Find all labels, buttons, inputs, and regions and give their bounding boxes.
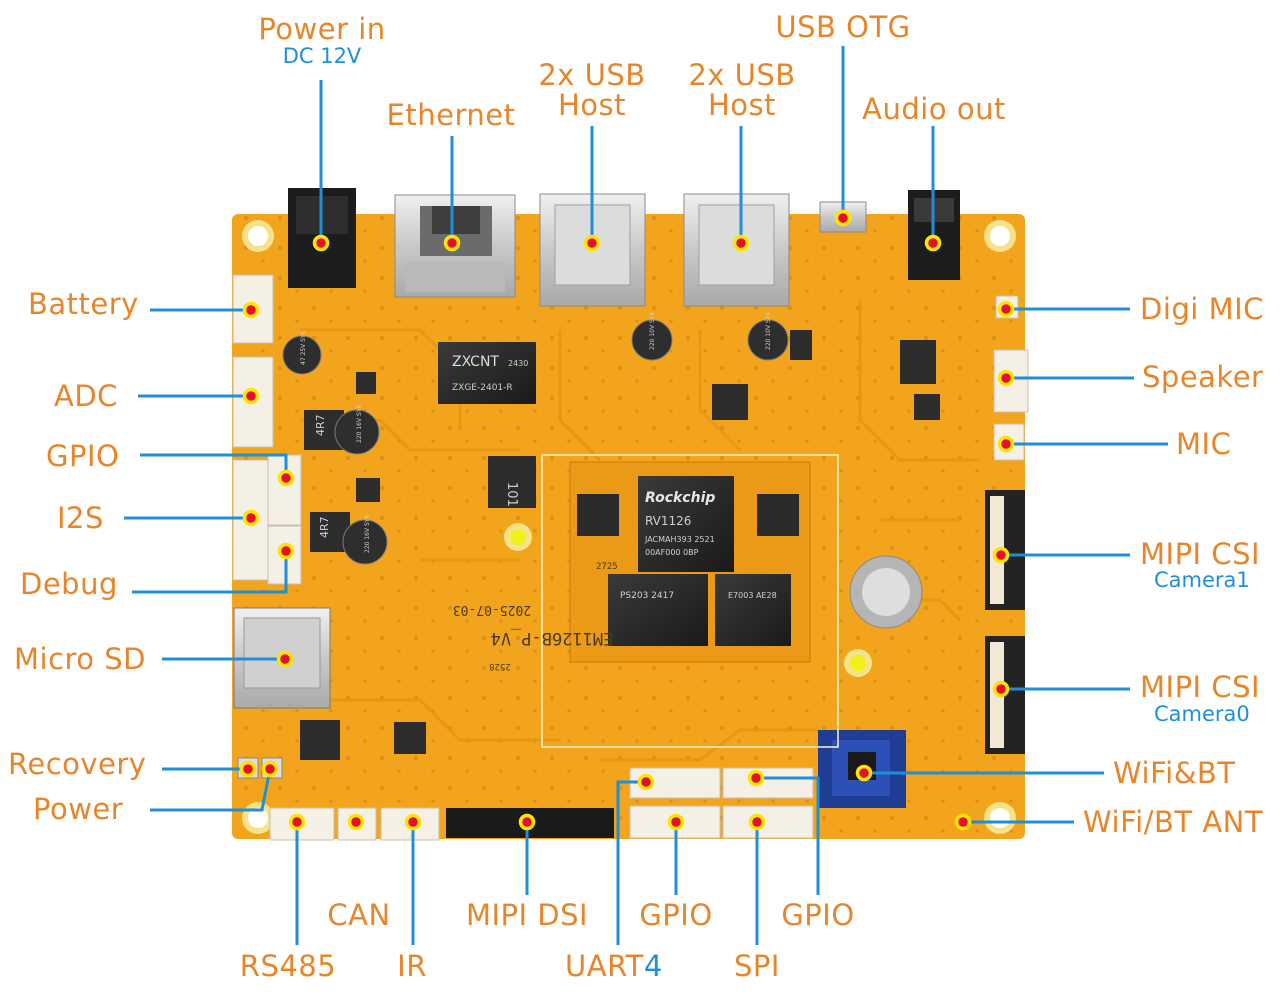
eth-chip-bottom: ZXGE-2401-R xyxy=(452,383,513,393)
marker-mipi-csi-1 xyxy=(992,546,1010,564)
label-mipi-csi-0-sub: Camera0 xyxy=(1154,702,1250,726)
label-speaker: Speaker xyxy=(1142,360,1264,394)
cap-3: 220 16V SYK xyxy=(364,514,371,553)
label-power-in: Power in xyxy=(258,12,386,46)
label-mipi-csi-1: MIPI CSI xyxy=(1140,537,1261,571)
bottom-headers xyxy=(269,767,814,841)
marker-ir xyxy=(404,813,422,831)
marker-gpio-bottom-2 xyxy=(747,769,765,787)
cap-5: 47 25V SYK xyxy=(300,329,307,365)
label-rs485: RS485 xyxy=(239,949,337,983)
label-uart: UART4 xyxy=(565,951,663,981)
marker-power xyxy=(261,760,279,778)
marker-micro-sd xyxy=(276,650,294,668)
marker-recovery xyxy=(239,760,257,778)
soc-code-2: 00AF000 0BP xyxy=(645,548,699,557)
label-wifi-bt-ant: WiFi/BT ANT xyxy=(1083,805,1264,839)
silk-label-2725: 2725 xyxy=(596,562,618,572)
ram-chip xyxy=(608,574,708,646)
flash-chip xyxy=(715,574,791,646)
marker-digi-mic xyxy=(997,300,1015,318)
label-gpio-left: GPIO xyxy=(46,439,120,473)
silk-model: EM1126B-P_V4 xyxy=(491,628,614,648)
marker-i2s xyxy=(242,509,260,527)
label-wifi-bt: WiFi&BT xyxy=(1113,756,1236,790)
label-battery: Battery xyxy=(28,287,139,321)
eth-chip-top: ZXCNT xyxy=(452,354,499,370)
marker-speaker xyxy=(997,369,1015,387)
marker-uart xyxy=(637,773,655,791)
marker-gpio-bottom-1 xyxy=(667,813,685,831)
board-components xyxy=(282,319,940,760)
marker-usb-host-2 xyxy=(732,234,750,252)
label-debug: Debug xyxy=(20,567,118,601)
marker-gpio-left xyxy=(277,469,295,487)
label-audio-out: Audio out xyxy=(862,92,1006,126)
silkscreen: EM1126B-P_V4 2025-07-03 2725 2528 xyxy=(453,562,618,671)
core-module xyxy=(541,454,839,748)
label-mipi-csi-1-sub: Camera1 xyxy=(1154,568,1250,592)
label-uart-number: 4 xyxy=(643,949,663,983)
marker-rs485 xyxy=(288,813,306,831)
label-spi: SPI xyxy=(734,949,780,983)
silk-date: 2025-07-03 xyxy=(453,602,531,617)
marker-mipi-dsi xyxy=(518,813,536,831)
flash-marking: E7003 AE28 xyxy=(728,591,777,600)
label-gpio-bottom-2: GPIO xyxy=(781,898,855,932)
eth-chip-num: 2430 xyxy=(508,359,528,368)
label-uart-text: UART xyxy=(565,949,644,983)
soc-brand: Rockchip xyxy=(645,490,715,506)
marker-battery xyxy=(242,301,260,319)
inductor-3: 4R7 xyxy=(318,516,331,538)
usb-host-jack-2 xyxy=(683,193,790,307)
marker-debug xyxy=(277,542,295,560)
label-mic: MIC xyxy=(1176,427,1232,461)
label-power-in-sub: DC 12V xyxy=(282,44,362,68)
label-power: Power xyxy=(33,792,124,826)
label-can: CAN xyxy=(327,898,391,932)
label-gpio-bottom-1: GPIO xyxy=(639,898,713,932)
label-usb-host-1: 2x USB Host xyxy=(538,58,646,122)
soc-code-1: JACMAH393 2521 xyxy=(644,535,715,544)
connector-markers xyxy=(239,209,1015,831)
marker-can xyxy=(347,813,365,831)
label-mipi-dsi: MIPI DSI xyxy=(465,898,589,932)
label-ethernet: Ethernet xyxy=(386,98,516,132)
soc-model: RV1126 xyxy=(645,514,691,528)
label-i2s: I2S xyxy=(57,501,104,535)
label-micro-sd: Micro SD xyxy=(14,642,147,676)
marker-mic xyxy=(997,435,1015,453)
soc-chip xyxy=(638,476,734,572)
marker-audio-out xyxy=(924,234,942,252)
cap-1: 220 10V SYK xyxy=(649,311,656,350)
label-ir: IR xyxy=(397,949,427,983)
silk-label-2528: 2528 xyxy=(489,661,511,671)
marker-ethernet xyxy=(443,234,461,252)
label-usb-host-2: 2x USB Host xyxy=(688,58,796,122)
marker-wifi-bt xyxy=(855,764,873,782)
mounting-holes xyxy=(242,220,1016,834)
marker-usb-otg xyxy=(834,209,852,227)
label-mipi-csi-0: MIPI CSI xyxy=(1140,670,1261,704)
cap-2: 220 16V SYK xyxy=(356,404,363,443)
cap-4: 220 10V SYK xyxy=(765,311,772,350)
label-usb-otg: USB OTG xyxy=(775,10,911,44)
ethernet-transformer xyxy=(438,342,536,404)
chip-markings: Rockchip RV1126 JACMAH393 2521 00AF000 0… xyxy=(300,311,777,601)
ram-marking: PS203 2417 xyxy=(620,591,674,601)
label-recovery: Recovery xyxy=(8,747,147,781)
marker-spi xyxy=(748,813,766,831)
marker-usb-host-1 xyxy=(583,234,601,252)
marker-mipi-csi-0 xyxy=(992,680,1010,698)
marker-wifi-bt-ant xyxy=(954,813,972,831)
coin-cell xyxy=(849,555,923,629)
inductor-1: 101 xyxy=(504,482,519,507)
inductor-2: 4R7 xyxy=(314,414,327,436)
label-adc: ADC xyxy=(54,379,118,413)
marker-adc xyxy=(242,387,260,405)
leader-lines xyxy=(124,46,1168,945)
label-digi-mic: Digi MIC xyxy=(1140,292,1264,326)
marker-power-in xyxy=(312,234,330,252)
